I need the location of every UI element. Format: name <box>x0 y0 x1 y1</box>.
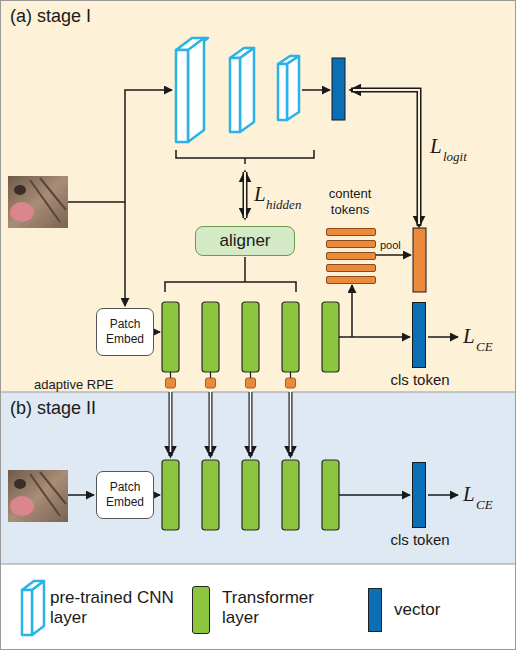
embed-node: Patch Embed <box>96 308 154 356</box>
content-token-bar <box>326 228 376 236</box>
box-label: Patch Embed <box>97 317 153 347</box>
legend-swatch <box>368 588 382 632</box>
box-label: aligner <box>219 231 270 251</box>
loss-symbol: L <box>463 484 475 505</box>
legend-text: Transformer layer <box>222 588 352 629</box>
panel-title: (a) stage I <box>10 6 91 27</box>
tokens-heading: content tokens <box>318 186 382 217</box>
loss-symbol: L <box>254 184 266 205</box>
loss-symbol: L <box>430 136 442 157</box>
box-label: Patch Embed <box>97 480 153 510</box>
content-token-bar <box>326 240 376 248</box>
vector-caption: cls token <box>378 531 462 548</box>
art-rect <box>22 590 32 635</box>
content-token-bar <box>326 276 376 284</box>
loss-subscript: logit <box>443 150 467 163</box>
art-polygon <box>22 581 44 590</box>
embed-node: Patch Embed <box>96 471 154 519</box>
content-token-bar <box>326 252 376 260</box>
rpe-label: adaptive RPE <box>34 378 114 391</box>
art-polygon <box>32 581 44 635</box>
legend-text: vector <box>394 600 494 620</box>
cls-node: cls token <box>378 462 462 554</box>
loss-symbol: L <box>463 326 475 347</box>
loss-subscript: hidden <box>266 198 301 211</box>
legend-cnn-icon <box>22 581 44 635</box>
stage-panel: (b) stage II Patch Embed cls token <box>0 392 516 564</box>
loss-subscript: CE <box>476 340 493 353</box>
cls-vector <box>412 302 426 368</box>
cls-vector <box>412 462 426 528</box>
tokens-node: content tokens <box>318 186 382 286</box>
vector-caption: cls token <box>378 371 462 388</box>
legend-swatch <box>192 586 210 634</box>
loss-subscript: CE <box>476 498 493 511</box>
cls-node: cls token <box>378 302 462 394</box>
content-token-bar <box>326 264 376 272</box>
aligner-node: aligner <box>195 226 295 256</box>
panel-title: (b) stage II <box>10 398 96 419</box>
legend-text: pre-trained CNN layer <box>50 588 182 629</box>
edge-note: pool <box>380 240 401 251</box>
